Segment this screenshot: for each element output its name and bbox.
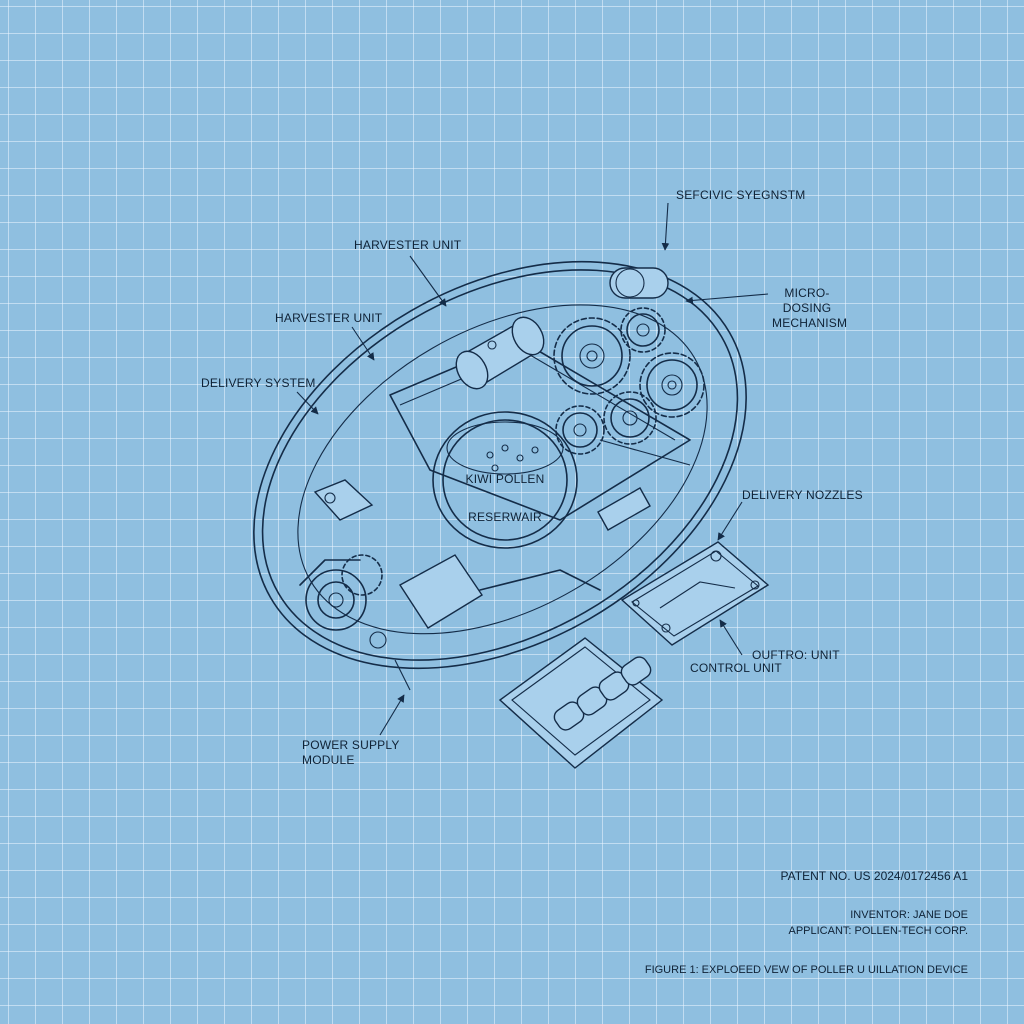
power-module (498, 637, 664, 769)
label-sefcivic-system: SEFCIVIC SYEGNSTM (676, 188, 806, 202)
label-control-unit: CONTROL UNIT (690, 661, 782, 675)
label-power-supply: POWER SUPPLY MODULE (302, 738, 400, 768)
harvester-cylinder (455, 316, 545, 390)
label-reservoir-line2: RESERWAIR (468, 510, 542, 524)
label-harvester-unit-top: HARVESTER UNIT (354, 238, 462, 252)
label-micro-dosing-line2: DOSING (782, 301, 832, 315)
label-micro-dosing: MICRO- DOSING MECHANISM (772, 286, 848, 331)
device-housing (253, 260, 747, 670)
figure-caption: FIGURE 1: EXPLOEED VEW OF POLLER U UILLA… (644, 964, 968, 976)
label-outfro-unit: OUFTRO: UNIT (752, 648, 840, 662)
gear-train (553, 307, 705, 466)
label-micro-dosing-line1: MICRO- (784, 286, 830, 300)
label-delivery-nozzles: DELIVERY NOZZLES (742, 488, 863, 502)
label-power-supply-line2: MODULE (302, 753, 355, 767)
left-mechanism (299, 479, 651, 691)
patent-number: PATENT NO. US 2024/0172456 A1 (780, 869, 968, 883)
inventor-line: INVENTOR: JANE DOE (850, 909, 968, 921)
applicant-line: APPLICANT: POLLEN-TECH CORP. (788, 925, 968, 937)
label-reservoir-line1: KIWI POLLEN (465, 472, 545, 486)
pollen-reservoir (432, 411, 578, 549)
label-micro-dosing-line3: MECHANISM (772, 316, 848, 330)
label-power-supply-line1: POWER SUPPLY (302, 738, 400, 752)
leader-lines (296, 202, 769, 736)
label-harvester-unit: HARVESTER UNIT (275, 311, 383, 325)
nozzle-plate (620, 541, 770, 646)
sensor-capsule (609, 267, 669, 299)
label-delivery-system: DELIVERY SYSTEM (201, 376, 316, 390)
